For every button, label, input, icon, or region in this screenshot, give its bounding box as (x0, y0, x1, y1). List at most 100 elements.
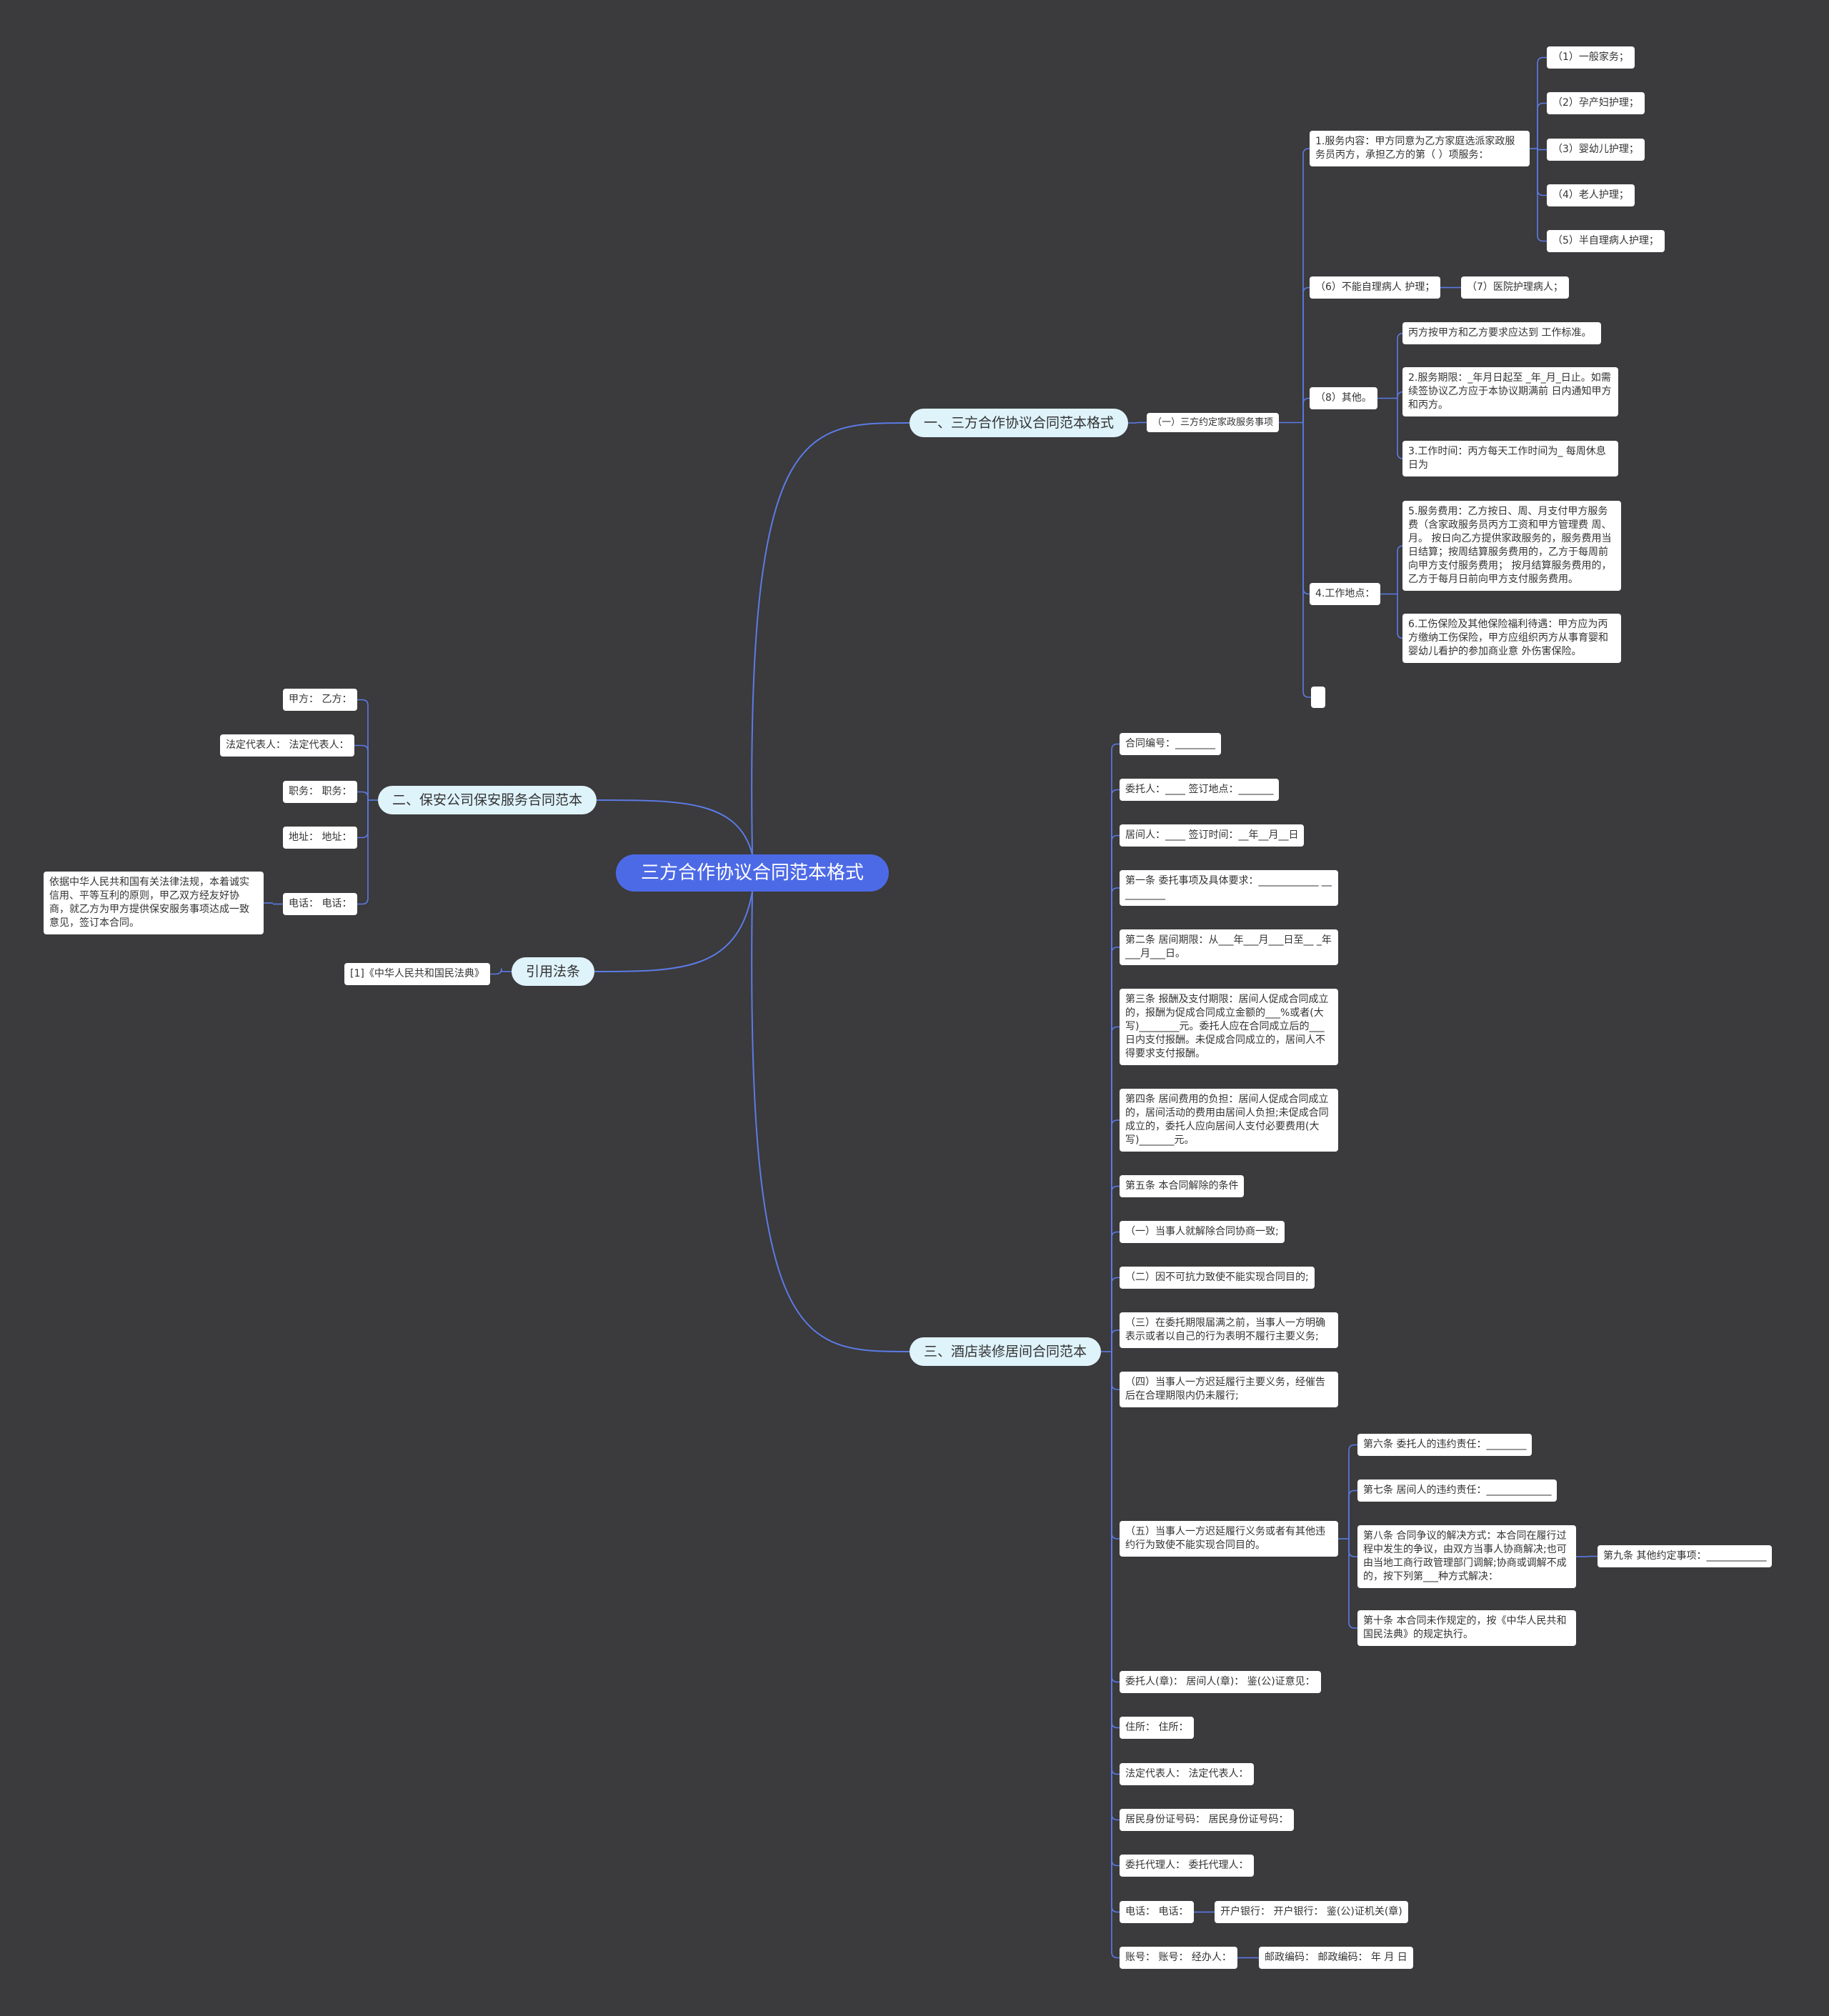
b1-service-fee[interactable]: 5.服务费用：乙方按日、周、月支付甲方服务费（含家政服务员丙方工资和甲方管理费 … (1402, 501, 1621, 591)
b4-article-3[interactable]: 第三条 报酬及支付期限：居间人促成合同成立的，报酬为促成合同成立金额的___%或… (1120, 989, 1338, 1065)
link-b1s-4 (1302, 422, 1311, 698)
b1-item-7[interactable]: （7）医院护理病人； (1461, 276, 1569, 299)
link-svc-3 (1537, 149, 1547, 196)
b4-clause-1[interactable]: （一）当事人就解除合同协商一致; (1120, 1221, 1285, 1243)
root-topic[interactable]: 三方合作协议合同范本格式 (616, 854, 889, 892)
b1-item-3[interactable]: （3）婴幼儿护理； (1547, 139, 1645, 161)
b4-article-5[interactable]: 第五条 本合同解除的条件 (1120, 1175, 1245, 1197)
link-b1s-2 (1302, 397, 1310, 423)
b4-article-7[interactable]: 第七条 居间人的违约责任：_____________ (1357, 1479, 1558, 1502)
b4-postcode[interactable]: 邮政编码： 邮政编码： 年 月 日 (1259, 1947, 1413, 1969)
branch-cited-law[interactable]: 引用法条 (512, 957, 595, 986)
link-five-2 (1348, 1539, 1357, 1557)
b4-residence[interactable]: 住所： 住所： (1120, 1717, 1195, 1739)
b1-service-content[interactable]: 1.服务内容：甲方同意为乙方家庭选派家政服务员丙方，承担乙方的第（ ）项服务： (1310, 131, 1530, 166)
link-b3-0 (490, 968, 502, 975)
link-five-1 (1348, 1489, 1357, 1539)
link-b4-19 (1111, 1352, 1120, 1959)
b1-work-time[interactable]: 3.工作时间：丙方每天工作时间为_ 每周休息 日为 (1402, 441, 1618, 476)
b4-clause-4[interactable]: （四）当事人一方迟延履行主要义务，经催告后在合理期限内仍未履行; (1120, 1372, 1338, 1407)
b4-article-4[interactable]: 第四条 居间费用的负担：居间人促成合同成立的，居间活动的费用由居间人负担;未促成… (1120, 1089, 1338, 1152)
link-b4-15 (1111, 1352, 1120, 1775)
link-root-b1 (751, 422, 910, 855)
b1-item-8[interactable]: （8）其他。 (1310, 387, 1377, 409)
link-b4-6 (1111, 1119, 1120, 1352)
link-b4-0 (1111, 743, 1120, 1352)
link-b4-9 (1111, 1277, 1120, 1352)
link-b2-2 (357, 791, 369, 800)
link-b4-5 (1111, 1026, 1120, 1352)
b1-service-period[interactable]: 2.服务期限：_年月日起至 _年_月_日止。如需续签协议乙方应于本协议期满前 日… (1402, 367, 1618, 416)
link-b4-1 (1111, 789, 1120, 1352)
link-b4-12 (1111, 1352, 1120, 1540)
link-b4-4 (1111, 947, 1120, 1352)
branch-three-party-contract[interactable]: 一、三方合作协议合同范本格式 (909, 409, 1129, 437)
b4-legal-rep[interactable]: 法定代表人： 法定代表人： (1120, 1763, 1255, 1785)
b2-preamble[interactable]: 依据中华人民共和国有关法律法规，本着诚实信用、平等互利的原则，甲乙双方经友好协商… (44, 872, 264, 934)
b4-article-8[interactable]: 第八条 合同争议的解决方式：本合同在履行过程中发生的争议，由双方当事人协商解决;… (1357, 1525, 1576, 1588)
b1-standard[interactable]: 丙方按甲方和乙方要求应达到 工作标准。 (1402, 322, 1601, 344)
link-root-b2 (596, 799, 753, 855)
link-five-3 (1348, 1539, 1357, 1629)
link-root-b4 (751, 891, 910, 1352)
link-b4-2 (1111, 834, 1120, 1352)
b4-article-2[interactable]: 第二条 居间期限：从___年___月___日至__ _年___月___日。 (1120, 929, 1338, 965)
b1-sub-housekeeping[interactable]: （一）三方约定家政服务事项 (1147, 413, 1280, 432)
b3-civil-code[interactable]: [1]《中华人民共和国民法典》 (344, 963, 490, 985)
b4-phone[interactable]: 电话： 电话： (1120, 1901, 1195, 1923)
b4-clause-3[interactable]: （三）在委托期限届满之前，当事人一方明确表示或者以自己的行为表明不履行主要义务; (1120, 1312, 1338, 1348)
link-b4-8 (1111, 1231, 1120, 1352)
b4-article-1[interactable]: 第一条 委托事项及具体要求：____________ __________ (1120, 870, 1338, 906)
b4-clause-2[interactable]: （二）因不可抗力致使不能实现合同目的; (1120, 1267, 1315, 1289)
link-b1s-1 (1302, 286, 1310, 423)
b2-phone[interactable]: 电话： 电话： (283, 893, 358, 915)
b2-legal-rep[interactable]: 法定代表人： 法定代表人： (220, 734, 355, 757)
link-b4-11 (1111, 1352, 1120, 1390)
link-b2-4 (357, 800, 369, 905)
link-b4-3 (1111, 887, 1120, 1352)
link-five-0 (1348, 1444, 1357, 1539)
link-b2-1 (354, 744, 369, 800)
b4-article-10[interactable]: 第十条 本合同未作规定的，按《中华人民共和国民法典》的规定执行。 (1357, 1610, 1576, 1646)
link-b1s-3 (1302, 422, 1310, 595)
b4-article-6[interactable]: 第六条 委托人的违约责任：________ (1357, 1434, 1533, 1456)
b4-bank[interactable]: 开户银行： 开户银行： 鉴(公)证机关(章) (1215, 1901, 1408, 1923)
link-svc-4 (1537, 149, 1547, 242)
link-b4-14 (1111, 1352, 1120, 1729)
link-b4-10 (1111, 1329, 1120, 1352)
b4-account[interactable]: 账号： 账号： 经办人： (1120, 1947, 1237, 1969)
b4-contract-no[interactable]: 合同编号：________ (1120, 733, 1221, 755)
b4-id-number[interactable]: 居民身份证号码： 居民身份证号码： (1120, 1809, 1295, 1831)
b1-item-2[interactable]: （2）孕产妇护理； (1547, 92, 1645, 114)
b4-clause-5[interactable]: （五）当事人一方迟延履行义务或者有其他违约行为致使不能实现合同目的。 (1120, 1521, 1338, 1557)
b1-item-5[interactable]: （5）半自理病人护理； (1547, 230, 1665, 252)
link-svc-1 (1537, 102, 1547, 149)
link-b4-7 (1111, 1185, 1120, 1352)
b4-article-9[interactable]: 第九条 其他约定事项：____________ (1598, 1545, 1773, 1567)
b2-address[interactable]: 地址： 地址： (283, 827, 358, 849)
b1-item-6[interactable]: （6）不能自理病人 护理； (1310, 276, 1441, 299)
b4-agent[interactable]: 委托代理人： 委托代理人： (1120, 1855, 1255, 1877)
link-b4-16 (1111, 1352, 1120, 1821)
link-b2-3 (357, 800, 369, 839)
link-svc-0 (1537, 56, 1547, 149)
b1-insurance[interactable]: 6.工伤保险及其他保险福利待遇：甲方应为丙方缴纳工伤保险，甲方应组织丙方从事育婴… (1402, 614, 1621, 663)
b1-item-1[interactable]: （1）一般家务； (1547, 46, 1635, 69)
b1-item-4[interactable]: （4）老人护理； (1547, 184, 1635, 206)
link-b4-13 (1111, 1352, 1120, 1683)
b1-work-place[interactable]: 4.工作地点： (1310, 583, 1381, 605)
link-b1s-0 (1302, 148, 1310, 423)
b4-client[interactable]: 委托人：____ 签订地点：_______ (1120, 779, 1280, 801)
b4-broker[interactable]: 居间人：____ 签订时间：__年__月__日 (1120, 824, 1305, 847)
b2-party[interactable]: 甲方： 乙方： (283, 689, 358, 711)
link-b2-0 (357, 699, 369, 800)
link-b4-18 (1111, 1352, 1120, 1913)
link-root-b3 (594, 891, 753, 972)
branch-security-contract[interactable]: 二、保安公司保安服务合同范本 (378, 786, 597, 814)
b1-empty-node[interactable] (1311, 687, 1325, 708)
b4-signature[interactable]: 委托人(章)： 居间人(章)： 鉴(公)证意见： (1120, 1671, 1321, 1693)
branch-brokerage-contract[interactable]: 三、酒店装修居间合同范本 (909, 1337, 1102, 1366)
link-b4-17 (1111, 1352, 1120, 1867)
b2-title[interactable]: 职务： 职务： (283, 781, 358, 803)
